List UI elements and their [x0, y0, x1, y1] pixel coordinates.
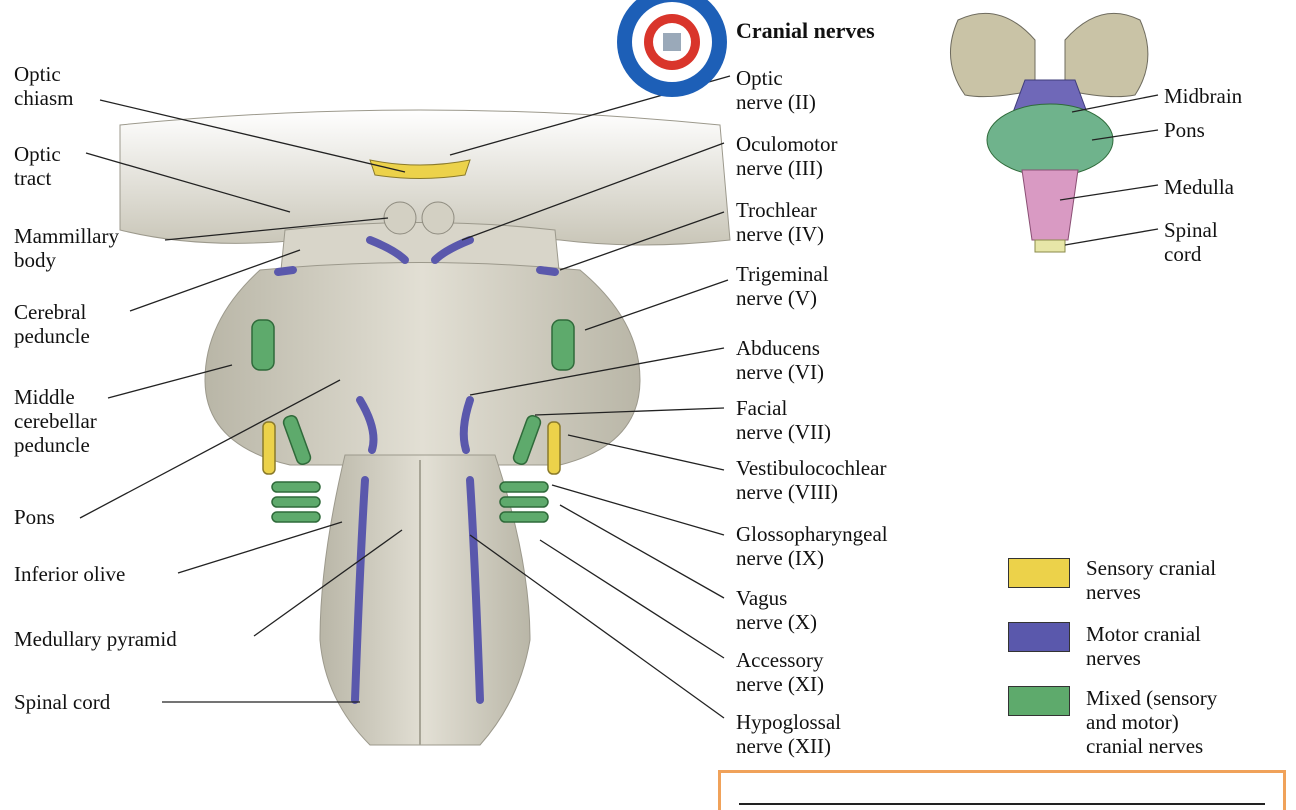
label-pons: Pons — [14, 505, 55, 529]
legend-label-motor: Motor cranial nerves — [1086, 622, 1201, 670]
motor-nerves — [274, 236, 559, 704]
inset-label-midbrain: Midbrain — [1164, 84, 1243, 108]
label-optic-nerve: Optic nerve (II) — [736, 66, 816, 114]
label-facial-nerve: Facial nerve (VII) — [736, 396, 832, 444]
pons-shape — [204, 262, 641, 466]
label-vagus-nerve: Vagus nerve (X) — [736, 586, 818, 634]
label-oculomotor-nerve: Oculomotor nerve (III) — [736, 132, 838, 180]
label-inferior-olive: Inferior olive — [14, 562, 126, 586]
sensory-nerves — [262, 421, 561, 475]
left-leader-lines — [79, 99, 406, 703]
legend-swatch-motor — [1008, 622, 1070, 652]
inset-label-pons: Pons — [1164, 118, 1205, 142]
label-abducens-nerve: Abducens nerve (VI) — [736, 336, 825, 384]
legend-label-sensory: Sensory cranial nerves — [1086, 556, 1217, 604]
label-spinal-cord: Spinal cord — [14, 690, 111, 714]
inset-label-medulla: Medulla — [1164, 175, 1234, 199]
label-medullary-pyramid: Medullary pyramid — [14, 627, 177, 651]
label-trochlear-nerve: Trochlear nerve (IV) — [736, 198, 825, 246]
label-hypoglossal-nerve: Hypoglossal nerve (XII) — [736, 710, 841, 758]
inset-label-spinal-cord: Spinal cord — [1164, 218, 1218, 266]
college-logo — [617, 0, 727, 97]
label-cerebral-peduncle: Cerebral peduncle — [14, 300, 90, 348]
answer-box — [718, 770, 1286, 810]
inset-brainstem — [949, 12, 1149, 253]
label-trigeminal-nerve: Trigeminal nerve (V) — [736, 262, 829, 310]
answer-line — [739, 803, 1265, 805]
label-mammillary-body: Mammillary body — [14, 224, 119, 272]
label-optic-tract: Optic tract — [14, 142, 61, 190]
optic-chiasm-shape — [369, 159, 471, 179]
label-middle-cerebellar-peduncle: Middle cerebellar peduncle — [14, 385, 97, 457]
label-accessory-nerve: Accessory nerve (XI) — [736, 648, 825, 696]
mixed-nerves — [251, 319, 575, 523]
diagram-title: Cranial nerves — [736, 18, 875, 43]
label-vestibulocochlear-nerve: Vestibulocochlear nerve (VIII) — [736, 456, 887, 504]
label-glossopharyngeal-nerve: Glossopharyngeal nerve (IX) — [736, 522, 888, 570]
inset-leader-lines — [1059, 94, 1159, 246]
legend-swatch-mixed — [1008, 686, 1070, 716]
label-optic-chiasm: Optic chiasm — [14, 62, 74, 110]
legend-swatch-sensory — [1008, 558, 1070, 588]
legend-label-mixed: Mixed (sensory and motor) cranial nerves — [1086, 686, 1218, 758]
